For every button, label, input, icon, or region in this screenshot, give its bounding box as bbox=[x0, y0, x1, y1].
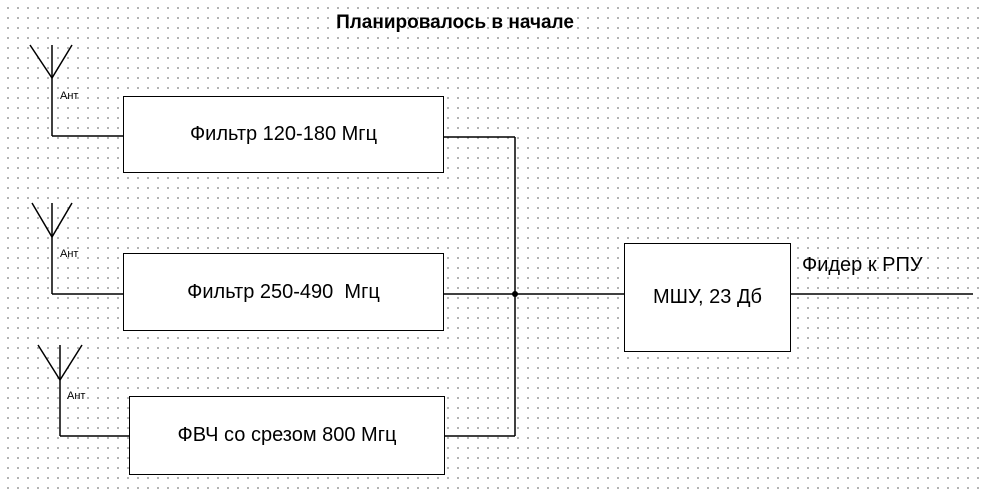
junction-dot bbox=[512, 291, 518, 297]
hpf-800-block: ФВЧ со срезом 800 Мгц bbox=[129, 396, 445, 475]
antenna-1-icon bbox=[29, 44, 123, 137]
filter-120-180-block: Фильтр 120-180 Мгц bbox=[123, 96, 444, 173]
hpf-800-label: ФВЧ со срезом 800 Мгц bbox=[177, 424, 397, 446]
filter-250-490-label: Фильтр 250-490 Мгц bbox=[187, 280, 380, 303]
combiner-wires bbox=[443, 136, 624, 437]
lna-block: МШУ, 23 Дб bbox=[624, 243, 791, 352]
antenna-3-label: Ант bbox=[67, 390, 86, 402]
antenna-2-label: Ант bbox=[60, 248, 79, 260]
filter-120-180-label: Фильтр 120-180 Мгц bbox=[189, 123, 378, 145]
antenna-3-icon bbox=[37, 344, 129, 437]
lna-label: МШУ, 23 Дб bbox=[653, 286, 762, 308]
feeder-label: Фидер к РПУ bbox=[802, 254, 923, 276]
antenna-1-label: Ант bbox=[60, 90, 79, 102]
filter-250-490-block: Фильтр 250-490 Мгц bbox=[123, 253, 444, 331]
diagram-title: Планировалось в начале bbox=[336, 12, 574, 33]
antenna-2-icon bbox=[31, 202, 123, 295]
